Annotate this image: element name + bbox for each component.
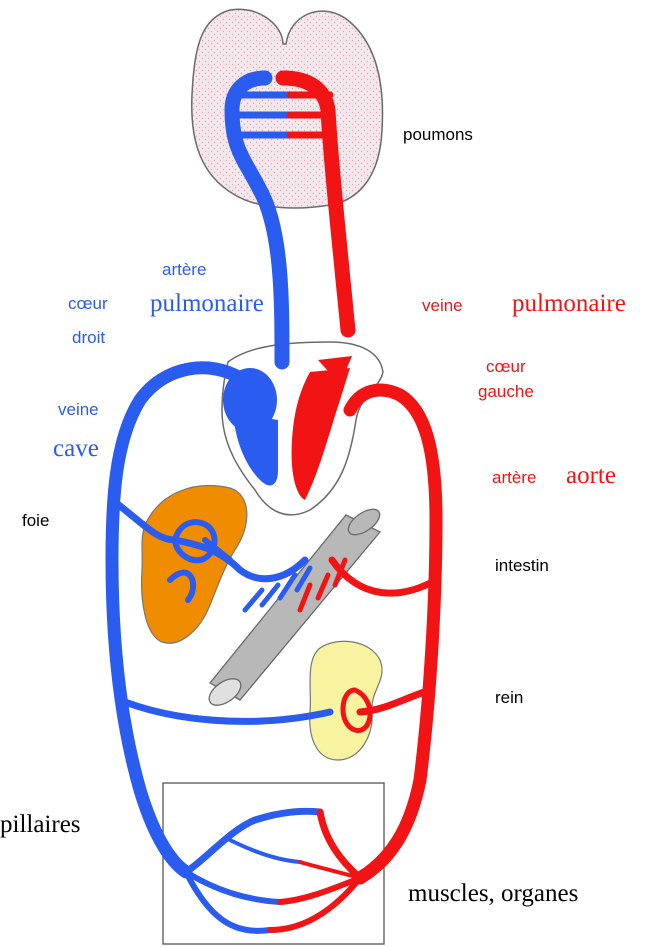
label-aorta-big: aorte [566,462,616,489]
label-aorta-small: artère [492,468,536,487]
label-pulmonary-vein-big: pulmonaire [512,290,626,317]
label-left-heart-line2: gauche [478,382,534,401]
label-intestine: intestin [495,556,549,575]
label-right-heart-line2: droit [72,328,105,347]
lungs-shape [192,9,383,208]
label-vena-cava-small: veine [58,400,99,419]
label-pulmonary-vein-small: veine [422,296,463,315]
label-vena-cava-big: cave [53,435,99,462]
label-pulmonary-artery-big: pulmonaire [150,290,264,317]
label-left-heart-line1: cœur [486,357,526,376]
label-liver: foie [22,511,49,530]
label-capillaries: pillaires [0,811,81,838]
label-pulmonary-artery-small: artère [162,260,206,279]
label-lungs: poumons [403,125,473,144]
label-right-heart-line1: cœur [68,294,108,313]
label-kidney: rein [495,688,523,707]
label-muscles-organs: muscles, organes [408,880,578,907]
